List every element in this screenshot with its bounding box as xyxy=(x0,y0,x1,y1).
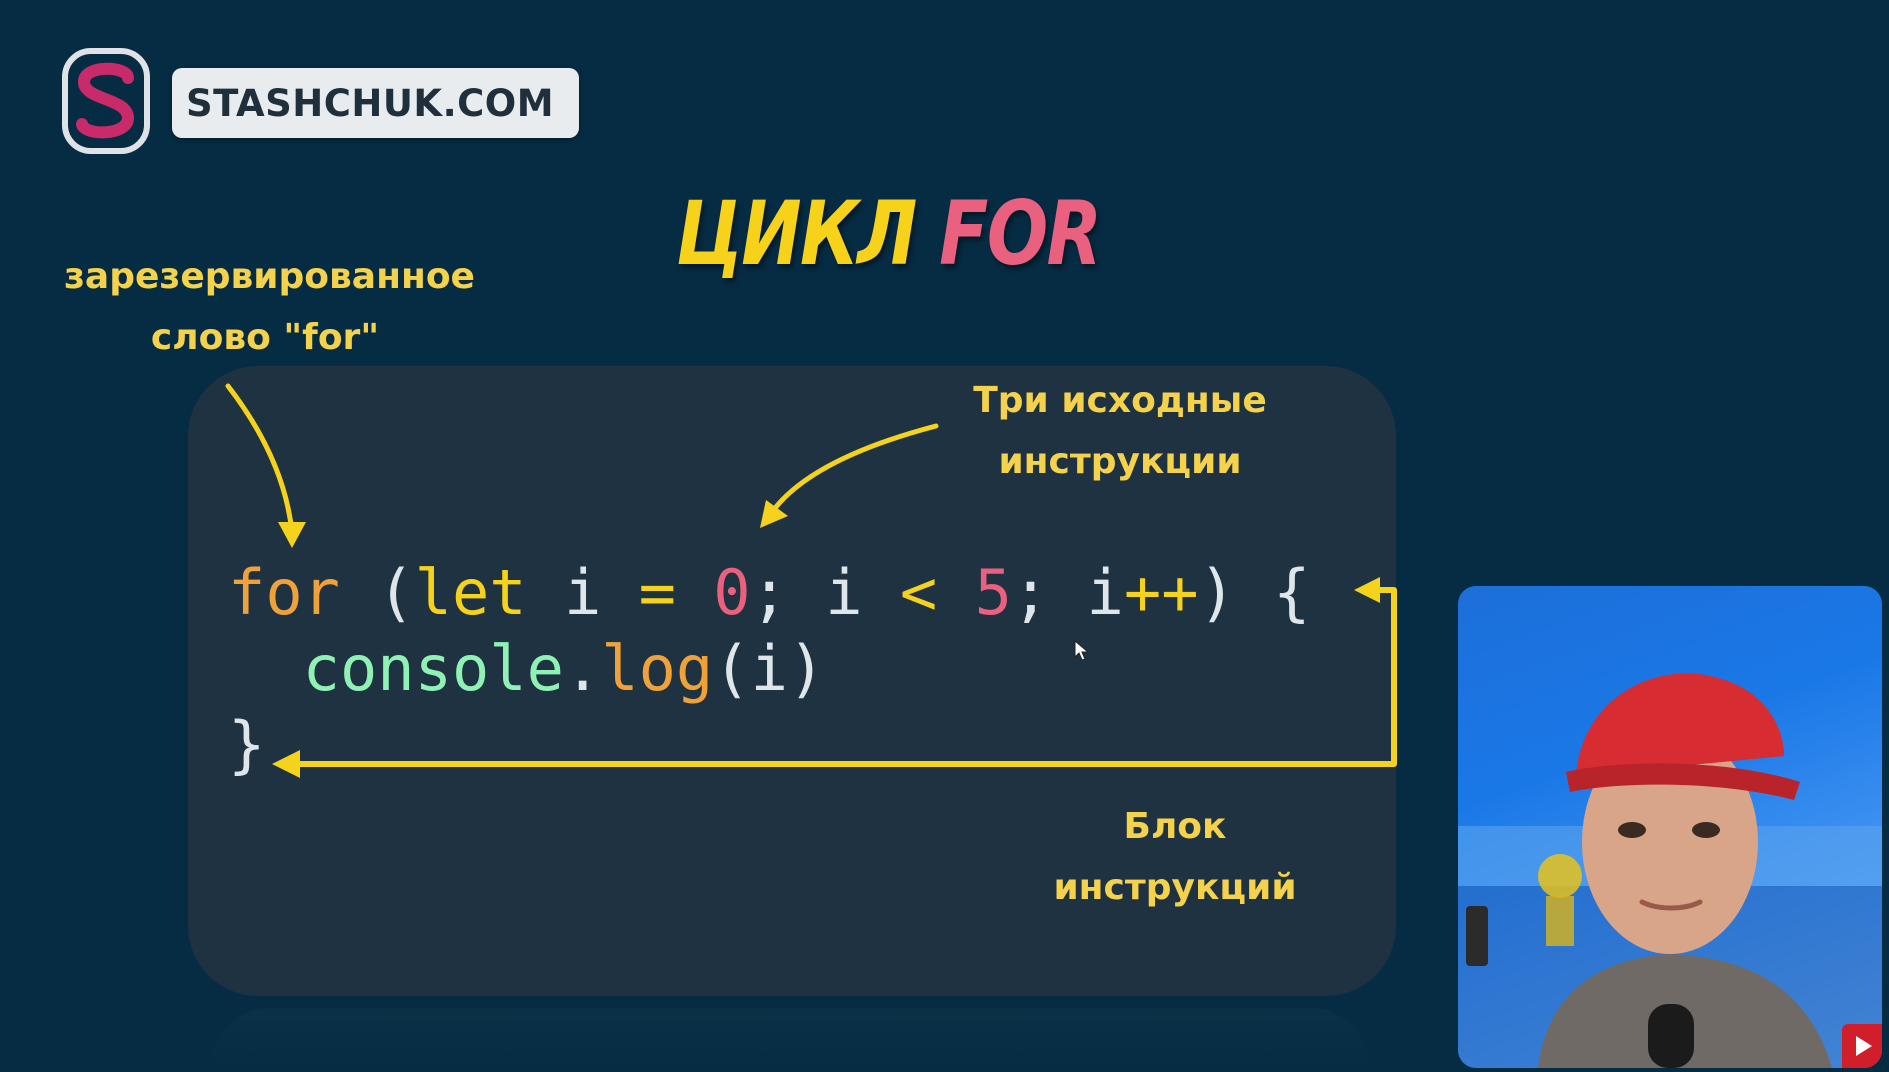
annotation-line: Три исходные xyxy=(973,380,1267,421)
code-semicolon: ; xyxy=(1011,556,1087,629)
annotation-three-statements: Три исходные инструкции xyxy=(950,370,1290,492)
logo-text: STASHCHUK.COM xyxy=(186,81,555,125)
title-word-cycle: ЦИКЛ xyxy=(676,182,917,285)
annotation-line: зарезервированное xyxy=(64,256,475,297)
annotation-line: Блок xyxy=(1123,806,1227,847)
code-var-i: i xyxy=(1086,556,1124,629)
annotation-block: Блок инструкций xyxy=(1050,796,1300,918)
code-method-log: log xyxy=(601,632,714,705)
code-call-args: (i) xyxy=(713,632,826,705)
code-space xyxy=(937,556,974,629)
code-line-console-log: console.log(i) xyxy=(228,631,826,707)
code-space xyxy=(676,556,713,629)
panel-reflection xyxy=(210,1008,1370,1072)
code-paren-open: ( xyxy=(339,556,415,629)
code-op-less-than: < xyxy=(899,556,938,629)
code-op-increment: ++ xyxy=(1123,556,1199,629)
code-indent xyxy=(228,632,303,705)
youtube-subscribe-icon[interactable] xyxy=(1842,1024,1882,1068)
code-var-i: i xyxy=(825,556,900,629)
presenter-image xyxy=(1458,673,1882,1068)
code-line-close-brace: } xyxy=(228,707,265,783)
logo-badge: STASHCHUK.COM xyxy=(172,68,579,138)
code-line-for: for (let i = 0; i < 5; i++) { xyxy=(228,555,1311,631)
annotation-line: слово "for" xyxy=(150,317,380,358)
code-close-brace: } xyxy=(228,708,266,781)
slide-title: ЦИКЛ FOR xyxy=(676,190,1102,278)
code-keyword-let: let xyxy=(414,556,527,629)
code-op-assign: = xyxy=(638,556,676,629)
code-paren-close-brace: ) { xyxy=(1198,556,1311,629)
mouse-pointer-icon xyxy=(1074,640,1090,661)
code-var-i: i xyxy=(526,556,639,629)
code-dot: . xyxy=(563,632,602,705)
webcam-video xyxy=(1458,586,1882,1068)
annotation-line: инструкций xyxy=(1053,867,1297,908)
code-object-console: console xyxy=(302,632,564,705)
code-keyword-for: for xyxy=(228,556,340,629)
annotation-reserved-word: зарезервированное слово "for" xyxy=(64,246,475,368)
title-word-for: FOR xyxy=(939,182,1102,285)
code-number-five: 5 xyxy=(974,556,1012,629)
s-monogram-icon xyxy=(62,48,150,154)
code-number-zero: 0 xyxy=(713,556,751,629)
code-semicolon: ; xyxy=(750,556,826,629)
annotation-line: инструкции xyxy=(998,441,1242,482)
logo-mark xyxy=(62,48,150,154)
play-icon xyxy=(1856,1036,1872,1056)
